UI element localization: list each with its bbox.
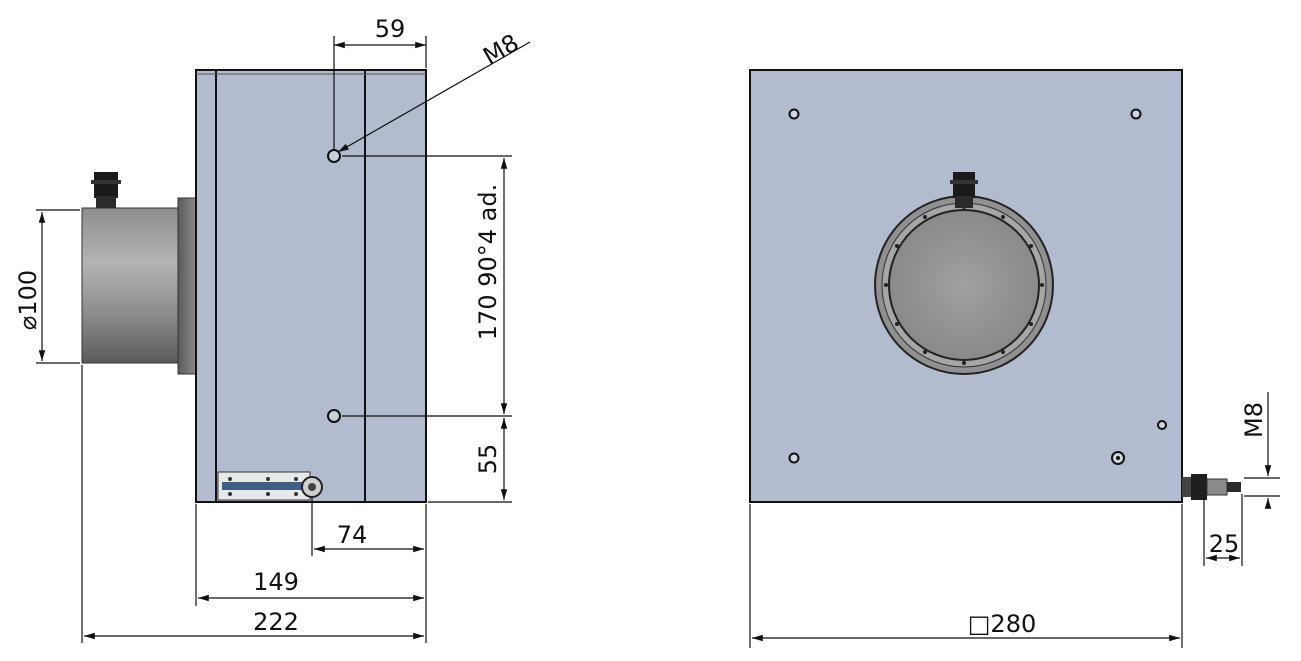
dim-25: 25 [1209,530,1240,558]
dim-74: 74 [337,521,368,549]
side-view: 59 M8 170 90°4 ad. 55 ⌀100 74 149 222 [14,15,531,643]
drum-flange [177,197,197,375]
housing-body [195,69,427,503]
side-hole [1157,420,1167,430]
dim-149: 149 [253,568,299,596]
dim-170: 170 90°4 ad. [474,184,502,340]
dim-m8-top: M8 [478,29,523,71]
dim-222: 222 [253,608,299,636]
cable-guide [217,471,323,501]
cable-gland-icon [91,172,121,208]
dim-59: 59 [375,15,406,43]
front-view: □280 25 M8 [749,69,1280,648]
mounting-hole-bottom [327,409,341,423]
corner-hole-bl [788,452,800,464]
dim-m8-connector: M8 [1240,402,1268,438]
drum-cylinder [81,207,181,364]
drum-face [874,195,1054,375]
cable-gland-front-icon [950,172,978,208]
dim-diameter-100: ⌀100 [14,270,42,330]
corner-hole-tl [788,108,800,120]
corner-hole-tr [1130,108,1142,120]
dim-280: □280 [968,610,1036,638]
m8-connector-icon [1182,474,1241,500]
dim-55: 55 [474,444,502,475]
